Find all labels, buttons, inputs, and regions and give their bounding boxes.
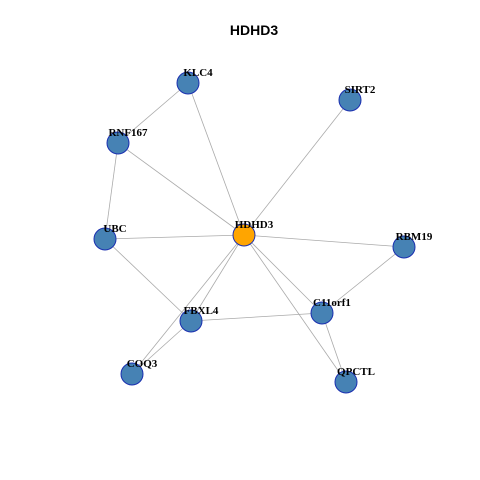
node-circle-rnf167 — [106, 131, 130, 155]
edge-hdhd3-rnf167 — [117, 142, 245, 236]
edge-hdhd3-c11orf1 — [243, 234, 323, 314]
node-sirt2: SIRT2 — [338, 84, 376, 112]
node-circle-fbxl4 — [179, 309, 203, 333]
node-circle-hdhd3 — [232, 223, 256, 247]
node-circle-klc4 — [176, 71, 200, 95]
edge-hdhd3-sirt2 — [243, 99, 351, 236]
node-qpctl: QPCTL — [334, 366, 375, 394]
node-label-hdhd3: HDHD3 — [235, 219, 274, 231]
node-ubc: UBC — [93, 223, 127, 251]
node-c11orf1: C11orf1 — [310, 297, 351, 325]
edge-hdhd3-qpctl — [243, 234, 347, 383]
node-circle-c11orf1 — [310, 301, 334, 325]
node-label-sirt2: SIRT2 — [345, 84, 376, 96]
edge-klc4-rnf167 — [117, 82, 189, 144]
node-label-qpctl: QPCTL — [337, 366, 375, 378]
node-rbm19: RBM19 — [392, 231, 433, 259]
node-klc4: KLC4 — [176, 67, 213, 95]
edge-hdhd3-coq3 — [131, 234, 245, 375]
edge-layer — [104, 82, 405, 383]
node-label-ubc: UBC — [103, 223, 126, 235]
node-label-coq3: COQ3 — [127, 358, 158, 370]
edge-fbxl4-c11orf1 — [190, 312, 323, 322]
node-fbxl4: FBXL4 — [179, 305, 219, 333]
edge-fbxl4-coq3 — [131, 320, 192, 375]
node-label-klc4: KLC4 — [183, 67, 213, 79]
diagram-title: HDHD3 — [230, 22, 278, 38]
node-circle-sirt2 — [338, 88, 362, 112]
edge-hdhd3-rbm19 — [243, 234, 405, 248]
node-coq3: COQ3 — [120, 358, 158, 386]
node-rnf167: RNF167 — [106, 127, 148, 155]
node-label-rnf167: RNF167 — [108, 127, 148, 139]
edge-hdhd3-klc4 — [187, 82, 245, 236]
edge-rnf167-ubc — [104, 142, 119, 240]
node-circle-coq3 — [120, 362, 144, 386]
edge-hdhd3-ubc — [104, 234, 245, 240]
node-circle-ubc — [93, 227, 117, 251]
node-label-rbm19: RBM19 — [396, 231, 433, 243]
node-label-fbxl4: FBXL4 — [184, 305, 219, 317]
node-circle-rbm19 — [392, 235, 416, 259]
edge-c11orf1-rbm19 — [321, 246, 405, 314]
node-label-c11orf1: C11orf1 — [313, 297, 351, 309]
node-circle-qpctl — [334, 370, 358, 394]
edge-hdhd3-fbxl4 — [190, 234, 245, 322]
node-hdhd3: HDHD3 — [232, 219, 274, 247]
edge-c11orf1-qpctl — [321, 312, 347, 383]
edge-ubc-fbxl4 — [104, 238, 192, 322]
